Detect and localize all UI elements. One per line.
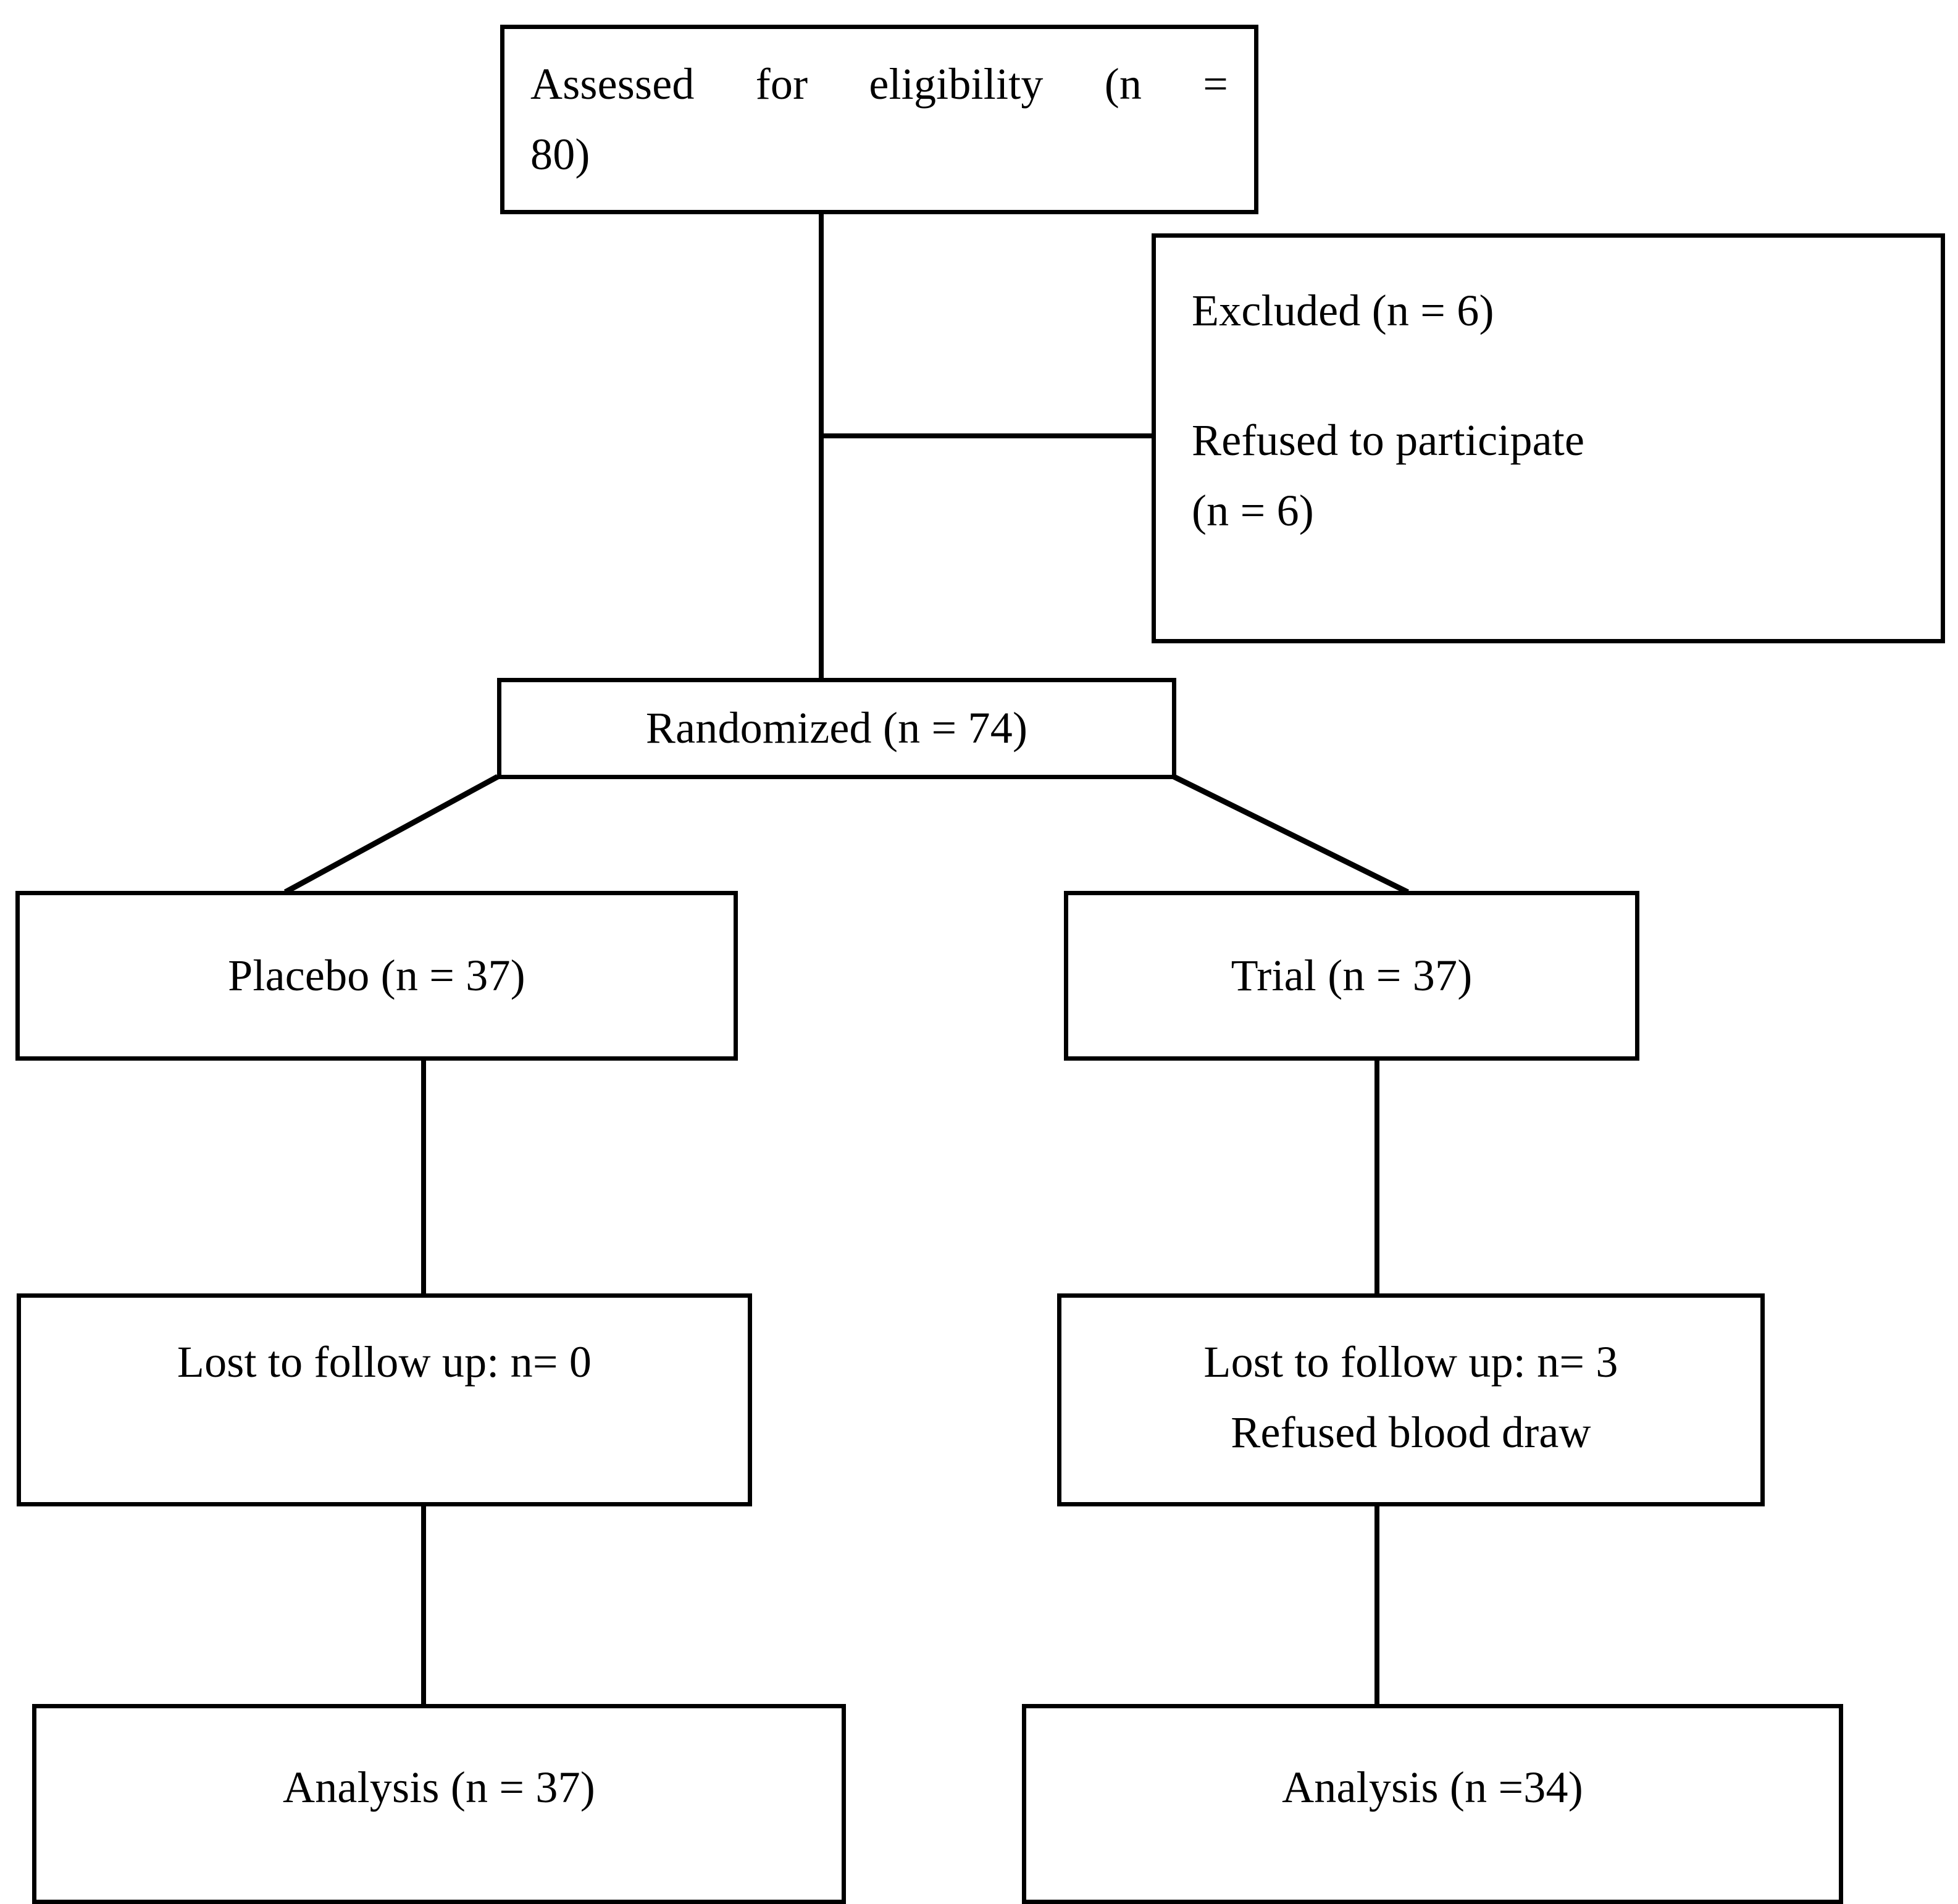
node-randomized: Randomized (n = 74) (497, 678, 1176, 779)
connector-lost-to-analysis-placebo (421, 1504, 426, 1706)
lost-placebo-line-1: Lost to follow up: n= 0 (177, 1337, 592, 1387)
node-excluded: Excluded (n = 6) Refused to participate … (1152, 233, 1945, 643)
node-placebo: Placebo (n = 37) (15, 891, 738, 1061)
excluded-spacer (1192, 346, 1915, 406)
analysis-placebo-line-1: Analysis (n = 37) (283, 1763, 595, 1812)
placebo-line-1: Placebo (n = 37) (228, 950, 525, 1000)
excluded-line-2: Refused to participate (1192, 415, 1585, 465)
connector-assessed-to-randomized (819, 213, 824, 679)
node-analysis-trial: Analysis (n =34) (1022, 1704, 1843, 1904)
connector-trunk-to-excluded (819, 433, 1155, 438)
node-trial: Trial (n = 37) (1064, 891, 1639, 1061)
node-lost-to-follow-up-placebo: Lost to follow up: n= 0 (17, 1293, 752, 1506)
node-lost-to-follow-up-trial: Lost to follow up: n= 3 Refused blood dr… (1057, 1293, 1765, 1506)
excluded-line-1: Excluded (n = 6) (1192, 286, 1494, 335)
assessed-line-2: 80) (530, 129, 590, 179)
trial-line-1: Trial (n = 37) (1231, 950, 1473, 1000)
connector-randomized-to-trial (1173, 774, 1409, 895)
excluded-line-3: (n = 6) (1192, 485, 1314, 535)
assessed-line-1: Assessed for eligibility (n = (530, 59, 1228, 109)
connector-randomized-to-placebo (283, 774, 500, 895)
analysis-trial-line-1: Analysis (n =34) (1282, 1763, 1583, 1812)
randomized-line-1: Randomized (n = 74) (645, 703, 1028, 753)
connector-lost-to-analysis-trial (1374, 1504, 1379, 1706)
lost-trial-line-1: Lost to follow up: n= 3 (1203, 1337, 1618, 1387)
connector-placebo-to-lost (421, 1058, 426, 1296)
node-analysis-placebo: Analysis (n = 37) (32, 1704, 846, 1904)
connector-trial-to-lost (1374, 1058, 1379, 1296)
lost-trial-line-2: Refused blood draw (1231, 1407, 1591, 1457)
node-assessed-for-eligibility: Assessed for eligibility (n = 80) (500, 25, 1258, 214)
